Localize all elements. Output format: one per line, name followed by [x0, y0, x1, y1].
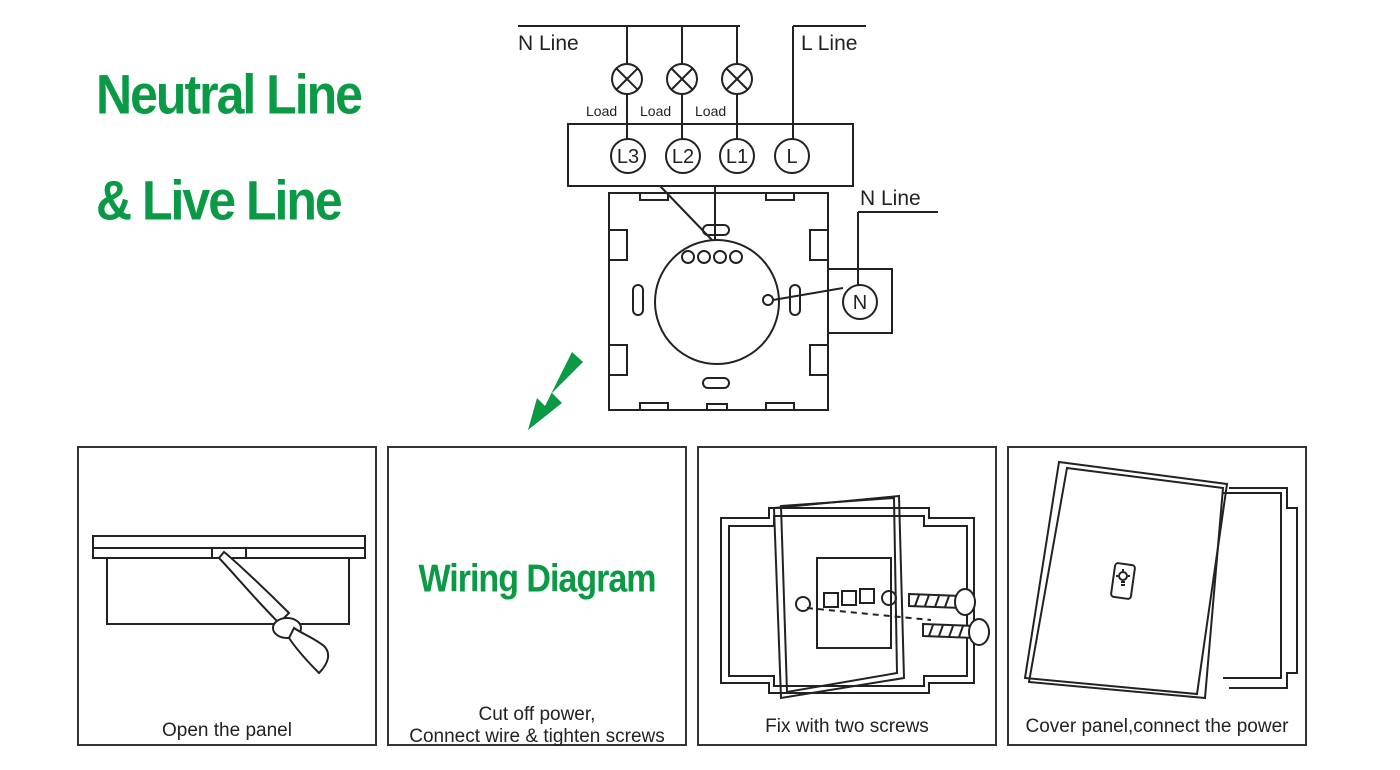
terminal-l: L — [786, 146, 797, 168]
wiring-diagram-title: Wiring Diagram — [418, 557, 657, 601]
load-label-2: Load — [640, 103, 671, 119]
caption-cut-off-power: Cut off power, — [478, 704, 596, 725]
load-label-3: Load — [586, 103, 617, 119]
terminal-n: N — [853, 292, 867, 314]
step-cover-panel: Cover panel,connect the power — [1007, 446, 1307, 746]
step-fix-screws: Fix with two screws — [697, 446, 997, 746]
headline-live-line: & Live Line — [96, 169, 343, 232]
wiring-schematic: N Line L Line Load Load Load L3 L2 L1 L … — [518, 25, 938, 430]
load-label-1: Load — [695, 103, 726, 119]
lamp-icon-1 — [721, 63, 753, 95]
terminal-l2: L2 — [672, 146, 694, 168]
caption-open-panel: Open the panel — [162, 720, 292, 741]
arrow-down-left-icon — [528, 352, 583, 430]
step-open-panel: Open the panel — [77, 446, 377, 746]
l-line-top-label: L Line — [801, 32, 857, 55]
fix-screws-illustration — [720, 494, 990, 700]
cover-panel-illustration — [1023, 460, 1298, 700]
terminal-l1: L1 — [726, 146, 748, 168]
caption-connect-wire: Connect wire & tighten screws — [409, 726, 665, 747]
caption-cover-panel: Cover panel,connect the power — [1025, 716, 1289, 737]
n-line-top-label: N Line — [518, 32, 579, 55]
step-wiring: Wiring Diagram Cut off power, Connect wi… — [387, 446, 687, 747]
lamp-icon-2 — [666, 63, 698, 95]
caption-fix-screws: Fix with two screws — [765, 716, 929, 737]
lamp-icon-3 — [611, 63, 643, 95]
screw-icon-2 — [922, 618, 990, 646]
screw-icon-1 — [908, 588, 976, 616]
terminal-l3: L3 — [617, 146, 639, 168]
screwdriver-illustration — [92, 535, 366, 675]
n-line-right-label: N Line — [860, 187, 921, 210]
screwdriver-icon — [217, 550, 330, 675]
light-bulb-icon — [1116, 569, 1130, 586]
headline-neutral-line: Neutral Line — [96, 63, 363, 126]
